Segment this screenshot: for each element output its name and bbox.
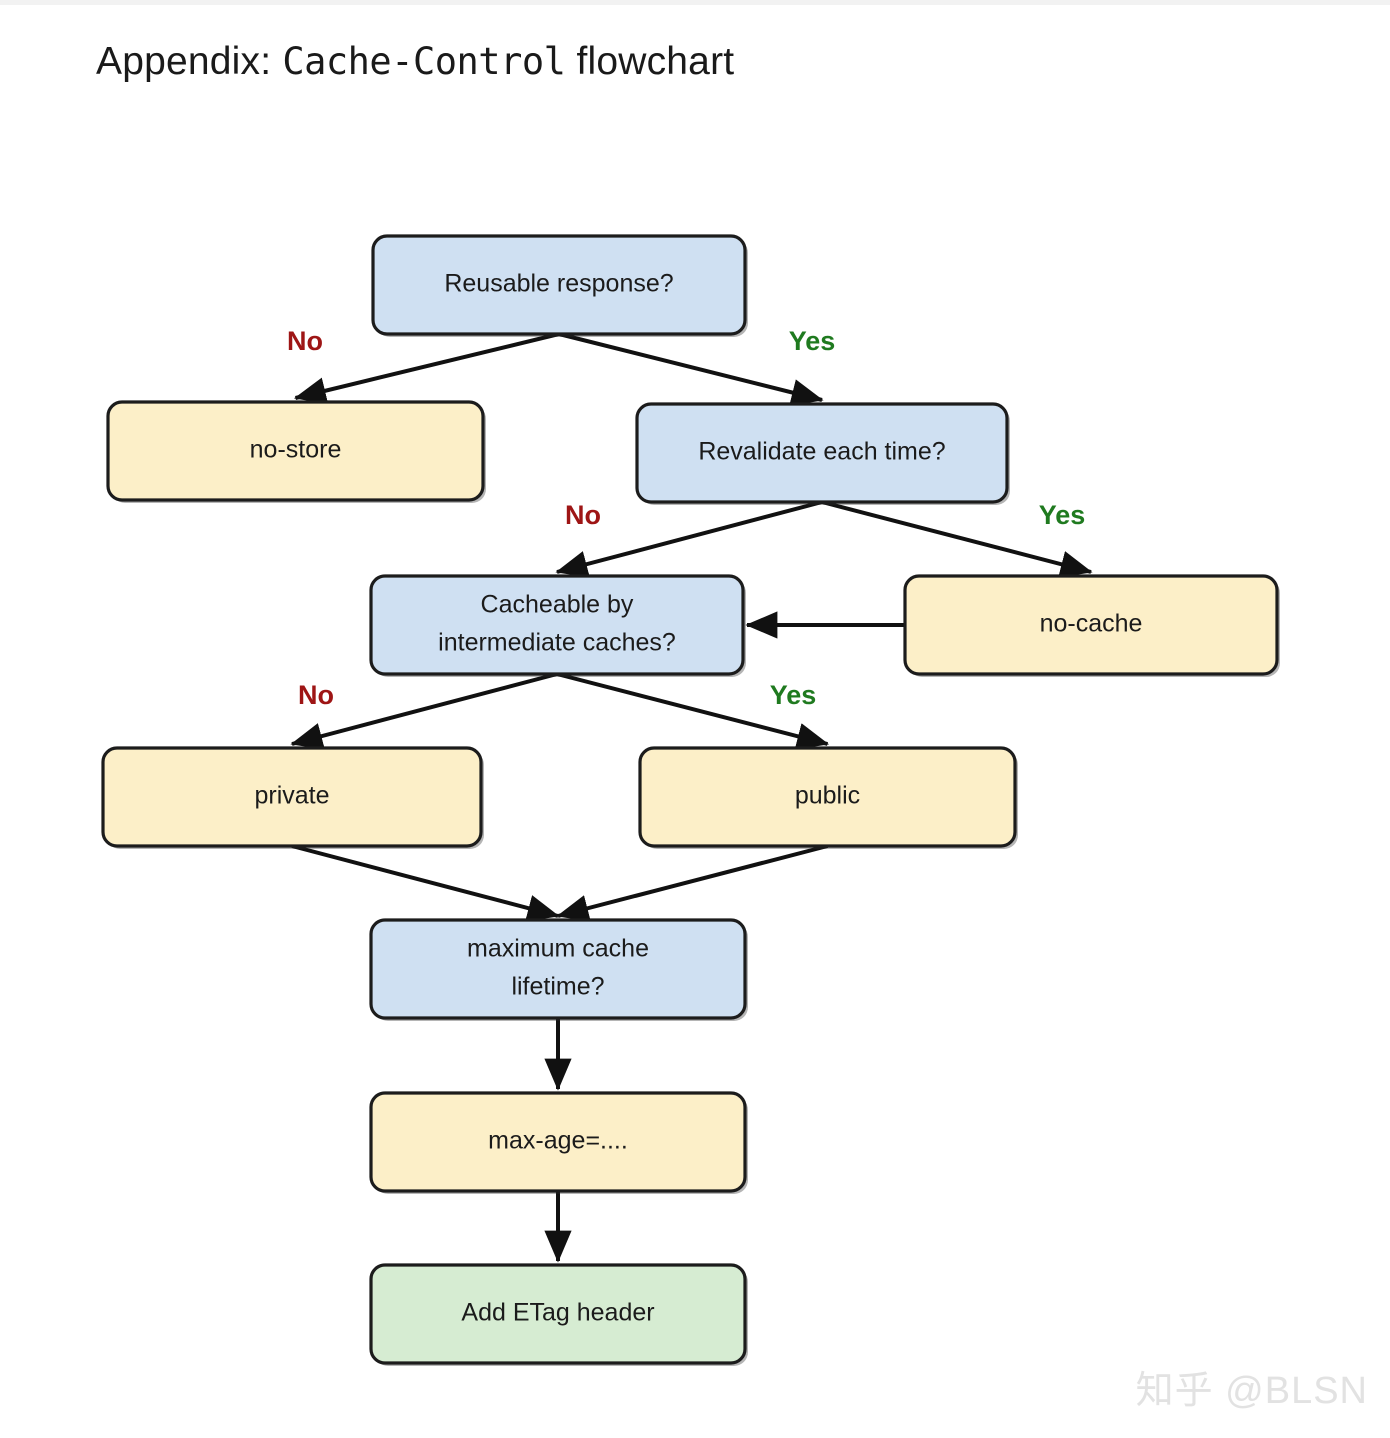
- node-revalidate[interactable]: Revalidate each time?: [635, 402, 1010, 505]
- node-box[interactable]: [638, 746, 1017, 848]
- nodes-layer: Reusable response? no-store Revalidate eac…: [101, 234, 1280, 1366]
- edge-revalidate-to-nocache: [821, 500, 1093, 578]
- node-box[interactable]: [635, 402, 1009, 504]
- node-box[interactable]: [371, 234, 747, 336]
- node-label: intermediate caches?: [438, 629, 676, 657]
- edges-layer: [290, 332, 1093, 1263]
- node-reusable[interactable]: Reusable response?: [371, 234, 748, 337]
- node-label: max-age=....: [488, 1127, 628, 1155]
- node-cacheable[interactable]: Cacheable by intermediate caches?: [369, 574, 746, 677]
- node-maxlife[interactable]: maximum cache lifetime?: [369, 918, 748, 1021]
- edge-revalidate-to-cacheable: [555, 500, 823, 578]
- edge-label-no-revalidate: No: [565, 500, 601, 530]
- node-label: Cacheable by: [481, 591, 634, 619]
- edge-label-yes-cacheable: Yes: [770, 680, 817, 710]
- edge-public-to-maxlife: [556, 844, 829, 922]
- node-box[interactable]: [369, 918, 747, 1020]
- edge-reusable-to-revalidate: [558, 332, 824, 406]
- node-label: no-store: [250, 436, 342, 464]
- node-label: maximum cache: [467, 935, 649, 963]
- node-label: Add ETag header: [461, 1299, 654, 1327]
- edge-cacheable-to-public: [556, 672, 830, 750]
- node-box[interactable]: [106, 400, 485, 502]
- page-title-prefix: Appendix:: [96, 40, 283, 83]
- node-private[interactable]: private: [101, 746, 484, 849]
- node-label: Reusable response?: [444, 270, 673, 298]
- watermark: 知乎 @BLSN: [1135, 1370, 1368, 1412]
- node-etag[interactable]: Add ETag header: [369, 1263, 748, 1366]
- node-public[interactable]: public: [638, 746, 1018, 849]
- edge-cacheable-to-private: [290, 672, 558, 750]
- page-title-suffix: flowchart: [565, 40, 735, 83]
- edge-private-to-maxlife: [291, 844, 560, 922]
- edge-label-no-reusable: No: [287, 326, 323, 356]
- edge-label-yes-reusable: Yes: [789, 326, 836, 356]
- node-box[interactable]: [903, 574, 1279, 676]
- node-maxage[interactable]: max-age=....: [369, 1091, 748, 1194]
- page-title-code: Cache-Control: [282, 40, 566, 83]
- node-box[interactable]: [369, 1091, 747, 1193]
- node-label: Revalidate each time?: [698, 438, 945, 466]
- node-box[interactable]: [101, 746, 483, 848]
- edge-reusable-to-nostore: [293, 332, 560, 405]
- top-edge-rule: [0, 0, 1390, 5]
- node-box[interactable]: [369, 574, 745, 676]
- node-label: lifetime?: [511, 973, 604, 1001]
- edge-label-no-cacheable: No: [298, 680, 334, 710]
- edge-label-yes-revalidate: Yes: [1039, 500, 1086, 530]
- page-title: Appendix: Cache-Control flowchart: [96, 40, 734, 84]
- node-label: public: [795, 782, 860, 810]
- node-box[interactable]: [369, 1263, 747, 1365]
- node-label: no-cache: [1040, 610, 1143, 638]
- node-label: private: [254, 782, 329, 810]
- node-nocache[interactable]: no-cache: [903, 574, 1280, 677]
- node-nostore[interactable]: no-store: [106, 400, 486, 503]
